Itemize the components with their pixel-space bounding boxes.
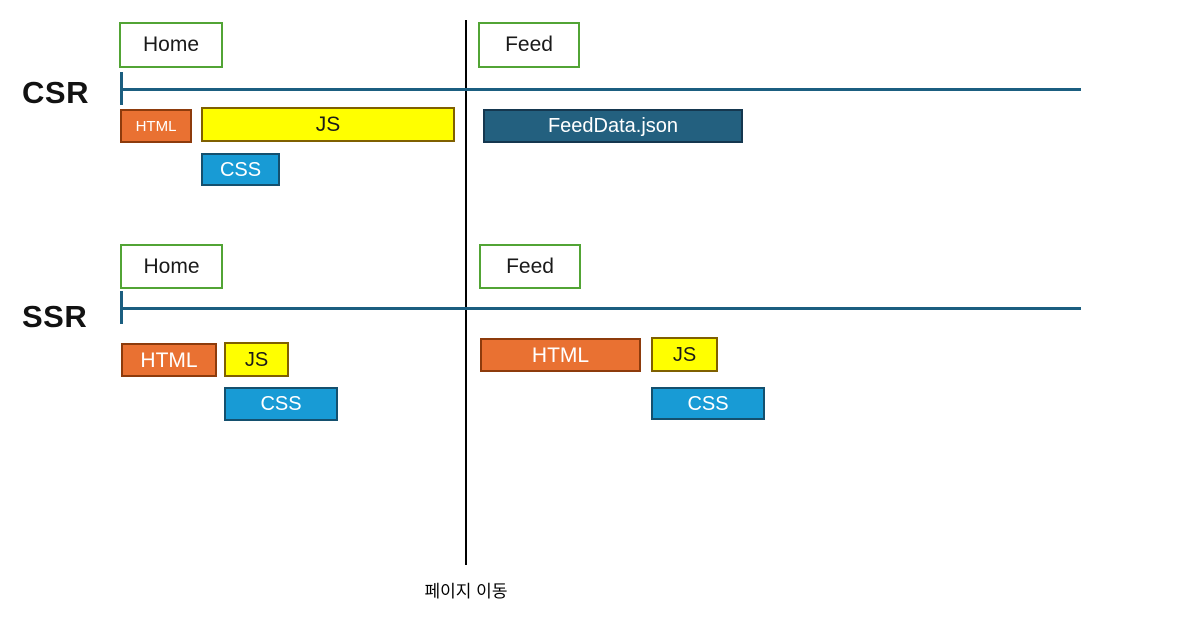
csr-home-box: Home <box>119 22 223 68</box>
ssr-left-html-bar: HTML <box>121 343 217 377</box>
csr-css-bar-label: CSS <box>219 158 262 181</box>
csr-label: CSR <box>22 75 89 110</box>
ssr-timeline <box>121 307 1081 310</box>
ssr-left-html-bar-label: HTML <box>140 348 198 372</box>
ssr-right-css-bar-label: CSS <box>687 392 729 415</box>
csr-css-bar: CSS <box>201 153 280 186</box>
csr-timeline <box>121 88 1081 91</box>
csr-feed-box: Feed <box>478 22 580 68</box>
csr-feed-label: Feed <box>505 33 553 56</box>
csr-html-bar-label: HTML <box>135 117 177 135</box>
csr-js-bar: JS <box>201 107 455 142</box>
ssr-left-js-bar-label: JS <box>244 348 269 371</box>
ssr-home-label: Home <box>143 254 200 278</box>
ssr-left-js-bar: JS <box>224 342 289 377</box>
ssr-feed-label: Feed <box>506 254 554 278</box>
ssr-right-html-bar-label: HTML <box>531 343 590 367</box>
ssr-left-css-bar: CSS <box>224 387 338 421</box>
ssr-label: SSR <box>22 299 88 334</box>
ssr-right-css-bar: CSS <box>651 387 765 420</box>
csr-html-bar: HTML <box>120 109 192 143</box>
ssr-feed-box: Feed <box>479 244 581 289</box>
ssr-home-box: Home <box>120 244 223 289</box>
ssr-right-html-bar: HTML <box>480 338 641 372</box>
csr-js-bar-label: JS <box>315 113 341 136</box>
csr-feeddata-bar: FeedData.json <box>483 109 743 143</box>
page-move-label: 페이지 이동 <box>424 582 508 601</box>
ssr-right-js-bar-label: JS <box>672 343 697 366</box>
csr-feeddata-bar-label: FeedData.json <box>547 115 679 137</box>
ssr-right-js-bar: JS <box>651 337 718 372</box>
csr-home-label: Home <box>142 33 200 56</box>
ssr-left-css-bar-label: CSS <box>260 393 302 415</box>
page-transition-line <box>465 20 467 565</box>
